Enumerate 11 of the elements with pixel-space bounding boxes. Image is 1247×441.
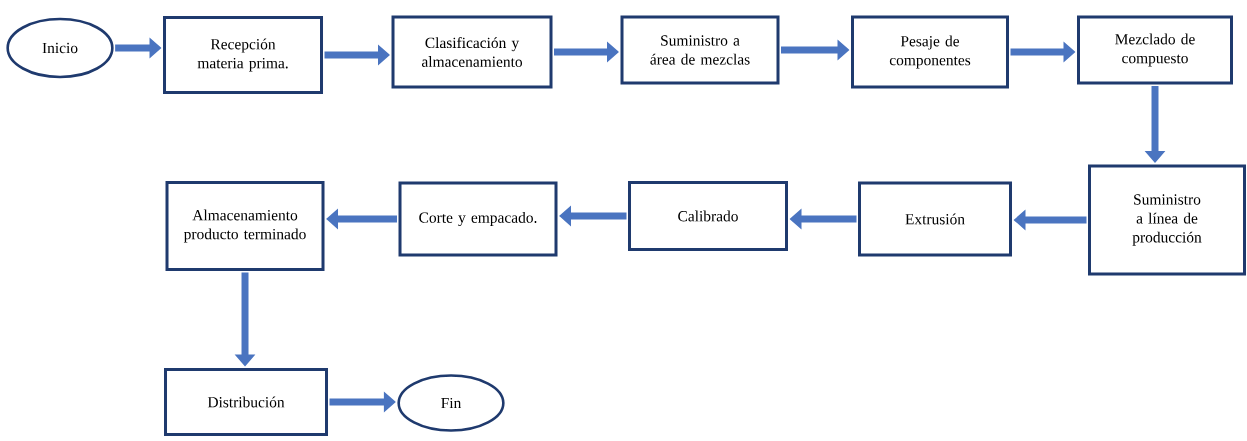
process-box: Suministro a área de mezclas: [620, 15, 780, 85]
process-box: Corte y empacado.: [398, 181, 558, 257]
process-box: Pesaje de componentes: [851, 15, 1009, 89]
process-box: Almacenamiento producto terminado: [165, 181, 325, 271]
process-box: Distribución: [164, 368, 328, 436]
process-box: Calibrado: [628, 181, 788, 251]
process-box: Suministro a línea de producción: [1088, 164, 1246, 276]
process-box: Mezclado de compuesto: [1077, 15, 1233, 85]
process-box: Recepción materia prima.: [163, 16, 323, 94]
process-box: Extrusión: [858, 181, 1012, 257]
process-box: Clasificación y almacenamiento: [391, 15, 553, 89]
